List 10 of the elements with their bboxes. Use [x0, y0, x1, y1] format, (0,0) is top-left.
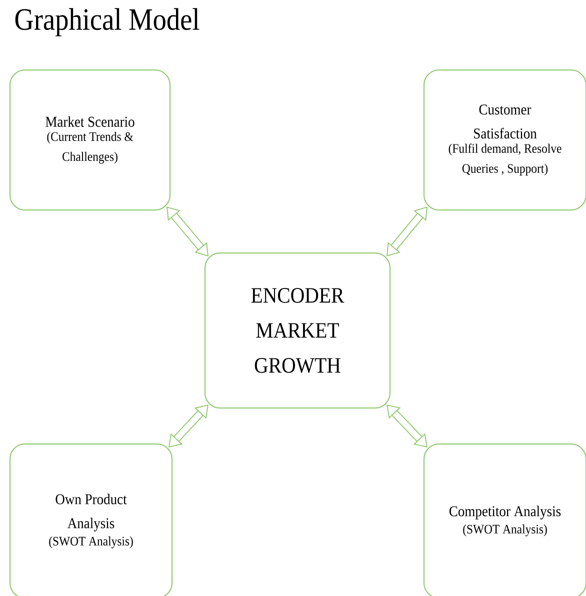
- text-box: Customer Satisfaction (Fulfil demand, Resolve Queries , Support): [424, 70, 586, 210]
- text-box: Market Scenario (Current Trends & Challenges): [10, 70, 170, 210]
- text-box: Own Product Analysis (SWOT Analysis): [10, 444, 172, 596]
- block-arrow: [386, 206, 428, 256]
- block-arrow: [166, 206, 208, 256]
- block-arrow: [386, 404, 428, 448]
- text-box: ENCODER MARKET GROWTH: [204, 252, 390, 408]
- title: Graphical Model: [15, 8, 200, 36]
- text-box: Competitor Analysis (SWOT Analysis): [424, 444, 586, 596]
- block-arrow: [168, 404, 208, 448]
